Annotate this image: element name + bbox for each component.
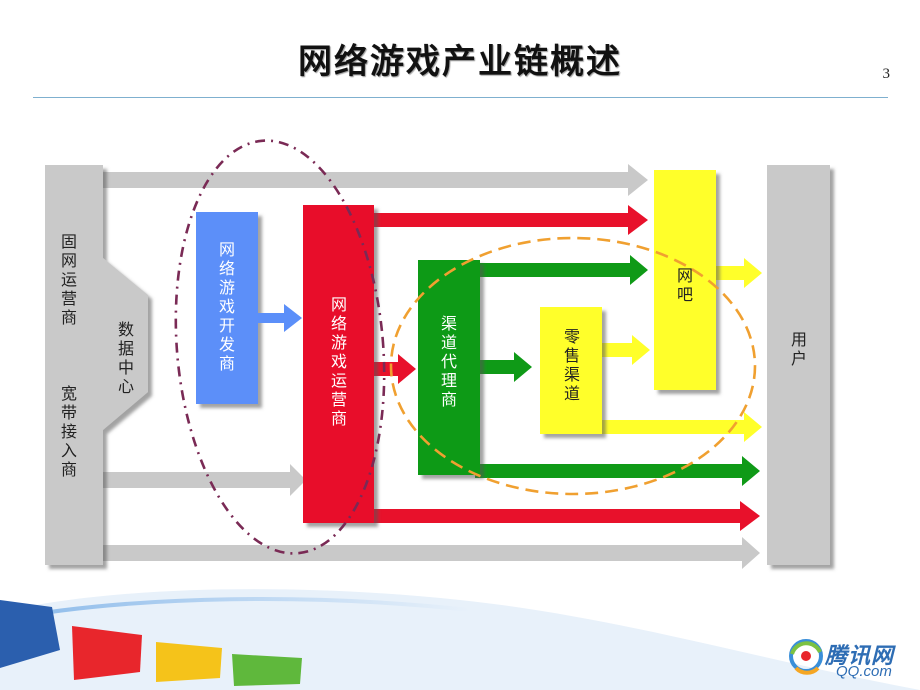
- arrow-operator-to-agent: [372, 354, 416, 384]
- swoosh-yellow-stripe: [156, 642, 222, 682]
- arrow-developer-to-operator: [258, 304, 302, 332]
- developer-block: [196, 212, 258, 404]
- arrow-netcafe-to-user: [712, 258, 762, 288]
- developer-operator-highlight: [174, 139, 386, 555]
- gray-arrows: [100, 164, 760, 569]
- logo-domain: QQ.com: [836, 663, 892, 680]
- swoosh-red-stripe: [72, 626, 142, 680]
- arrow-operator-to-user: [368, 501, 760, 531]
- label-game-operator: 网络游戏运营商: [330, 295, 347, 428]
- arrow-broadband-gray: [100, 464, 306, 496]
- green-arrows: [475, 255, 760, 486]
- distribution-highlight: [389, 236, 757, 496]
- page-number: 3: [882, 66, 891, 82]
- footer-swoosh: [0, 589, 920, 690]
- user-block: [767, 165, 830, 565]
- label-user: 用户: [790, 330, 807, 368]
- channel-agent-block: [418, 260, 480, 475]
- slide-title: 网络游戏产业链概述: [298, 42, 622, 82]
- title-divider: [33, 97, 888, 98]
- label-channel-agent: 渠道代理商: [440, 314, 457, 409]
- arrow-agent-to-retail: [478, 352, 532, 382]
- logo-name: 腾讯网: [825, 644, 895, 669]
- netcafe-block: [654, 170, 716, 390]
- arrow-top-gray: [100, 164, 648, 196]
- yellow-arrows: [596, 258, 762, 442]
- arrow-agent-to-netcafe: [475, 255, 648, 285]
- infrastructure-block: [45, 165, 148, 565]
- label-internet-cafe: 网吧: [676, 266, 693, 304]
- arrow-retail-to-user: [596, 412, 762, 442]
- arrow-operator-to-netcafe: [370, 205, 648, 235]
- label-fixed-network-operator: 固网运营商: [60, 232, 77, 327]
- swoosh-green-stripe: [232, 654, 302, 686]
- swoosh-blue-stripe: [0, 600, 60, 668]
- arrow-bottom-gray: [100, 537, 760, 569]
- red-arrows: [368, 205, 760, 531]
- label-data-center: 数据中心: [117, 320, 134, 396]
- tencent-logo-icon: [789, 639, 823, 675]
- arrow-retail-to-netcafe: [600, 335, 650, 365]
- label-game-developer: 网络游戏开发商: [218, 240, 235, 373]
- retail-block: [540, 307, 602, 434]
- operator-block: [303, 205, 374, 523]
- label-retail-channel: 零售渠道: [563, 327, 580, 403]
- label-broadband-provider: 宽带接入商: [60, 384, 77, 479]
- arrow-agent-to-user: [475, 456, 760, 486]
